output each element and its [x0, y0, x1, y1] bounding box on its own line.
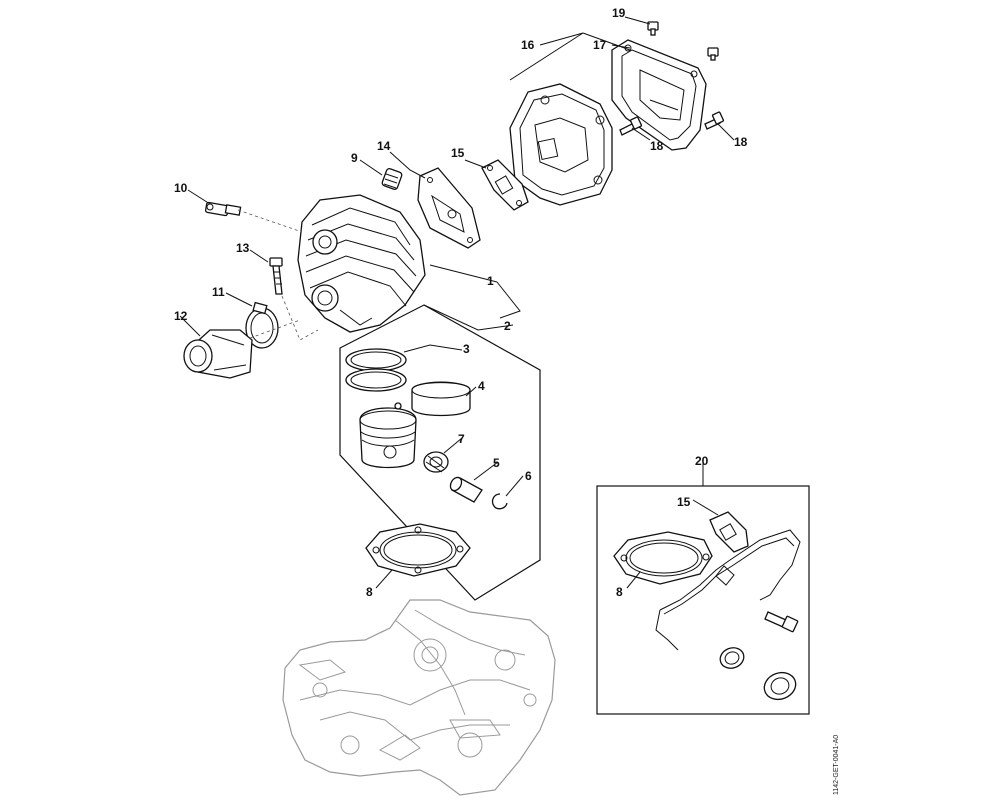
callout-20: 20	[695, 454, 709, 468]
gasket-set-crankcase-gasket	[655, 529, 801, 651]
gasket-set-base-gasket	[613, 531, 713, 585]
gasket-set-seal-large	[763, 671, 797, 701]
callout-18-right: 18	[734, 135, 748, 149]
callout-labels: 19 16 17 18 18 14 9 15 10 13 1 11 12 2 3…	[174, 6, 748, 599]
gasket-set-seal-small	[719, 647, 745, 669]
callout-7: 7	[458, 432, 465, 446]
callout-11: 11	[212, 285, 225, 299]
needle-cage	[423, 451, 449, 473]
heat-shield-plate	[417, 167, 481, 249]
callout-9: 9	[351, 151, 358, 165]
callout-6: 6	[525, 469, 532, 483]
callout-3: 3	[463, 342, 470, 356]
drawing-reference-code: 1142-GET-0041-A0	[833, 735, 840, 795]
callout-13: 13	[236, 241, 250, 255]
crankcase	[282, 599, 556, 796]
leader-lines	[179, 16, 735, 589]
snap-ring	[491, 493, 508, 510]
piston-ring-band	[411, 381, 471, 417]
callout-15-set: 15	[677, 495, 691, 509]
piston-pin	[449, 476, 483, 503]
assembly-line-valve	[237, 209, 303, 233]
gasket-set-screw	[764, 611, 799, 633]
cylinder-screw	[269, 257, 283, 295]
piston	[359, 402, 417, 469]
callout-15-main: 15	[451, 146, 465, 160]
callout-2: 2	[504, 319, 511, 333]
decompression-valve	[204, 201, 242, 217]
gasket-set-exhaust-gasket	[709, 511, 749, 553]
muffler-screw-top	[647, 21, 659, 36]
callout-18-left: 18	[650, 139, 664, 153]
callout-16: 16	[521, 38, 535, 52]
callout-19: 19	[612, 6, 626, 20]
intake-manifold	[183, 329, 253, 379]
callout-17: 17	[593, 38, 607, 52]
muffler-screw-right	[704, 111, 725, 130]
muffler-screw-left	[619, 116, 643, 136]
callout-14: 14	[377, 139, 391, 153]
callout-1: 1	[487, 274, 494, 288]
callout-4: 4	[478, 379, 485, 393]
muffler-cover	[509, 83, 613, 206]
callout-8-set: 8	[616, 585, 623, 599]
hose-clamp	[245, 301, 279, 349]
cylinder-base-gasket	[365, 523, 471, 577]
callout-5: 5	[493, 456, 500, 470]
piston-rings	[345, 348, 407, 392]
cylinder	[297, 194, 426, 333]
callout-12: 12	[174, 309, 188, 323]
callout-10: 10	[174, 181, 188, 195]
exhaust-gasket	[481, 159, 529, 211]
assembly-line-intake	[249, 319, 301, 339]
assembly-line-screw	[281, 295, 319, 341]
muffler-nut	[707, 47, 719, 61]
spark-plug-insert	[381, 168, 403, 190]
callout-8-main: 8	[366, 585, 373, 599]
